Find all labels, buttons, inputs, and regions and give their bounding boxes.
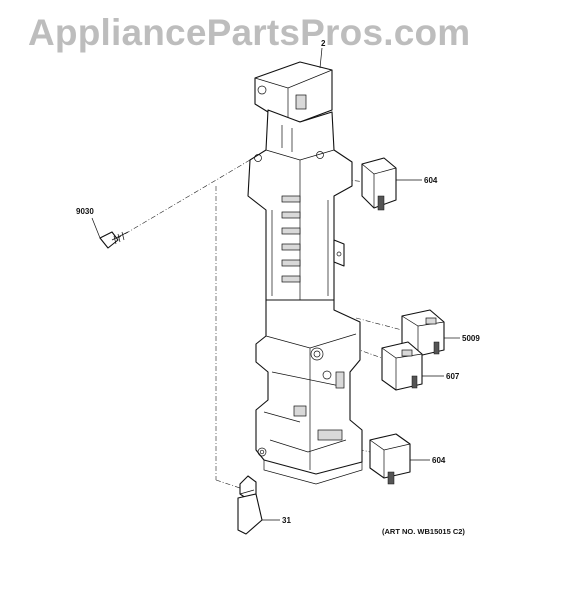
art-number-label: (ART NO. WB15015 C2) (382, 527, 465, 536)
screw-part (91, 217, 129, 249)
callout-switch-bottom: 604 (432, 456, 446, 465)
callout-switch-607: 607 (446, 372, 460, 381)
frame-leader-line (319, 47, 323, 69)
watermark-logo: AppliancePartsPros.com (28, 12, 471, 53)
lever-part (237, 475, 280, 535)
callout-screw: 9030 (76, 207, 94, 216)
switch-5009-part (401, 309, 460, 357)
callout-switch-5009: 5009 (462, 334, 480, 343)
callout-lever: 31 (282, 516, 291, 525)
main-frame-part (247, 61, 363, 485)
switch-607-part (381, 341, 444, 391)
switch-top-part (361, 157, 422, 211)
switch-bottom-part (369, 433, 430, 485)
callout-switch-top: 604 (424, 176, 438, 185)
frame-slots (281, 195, 301, 283)
callout-main-frame: 2 (321, 39, 326, 48)
